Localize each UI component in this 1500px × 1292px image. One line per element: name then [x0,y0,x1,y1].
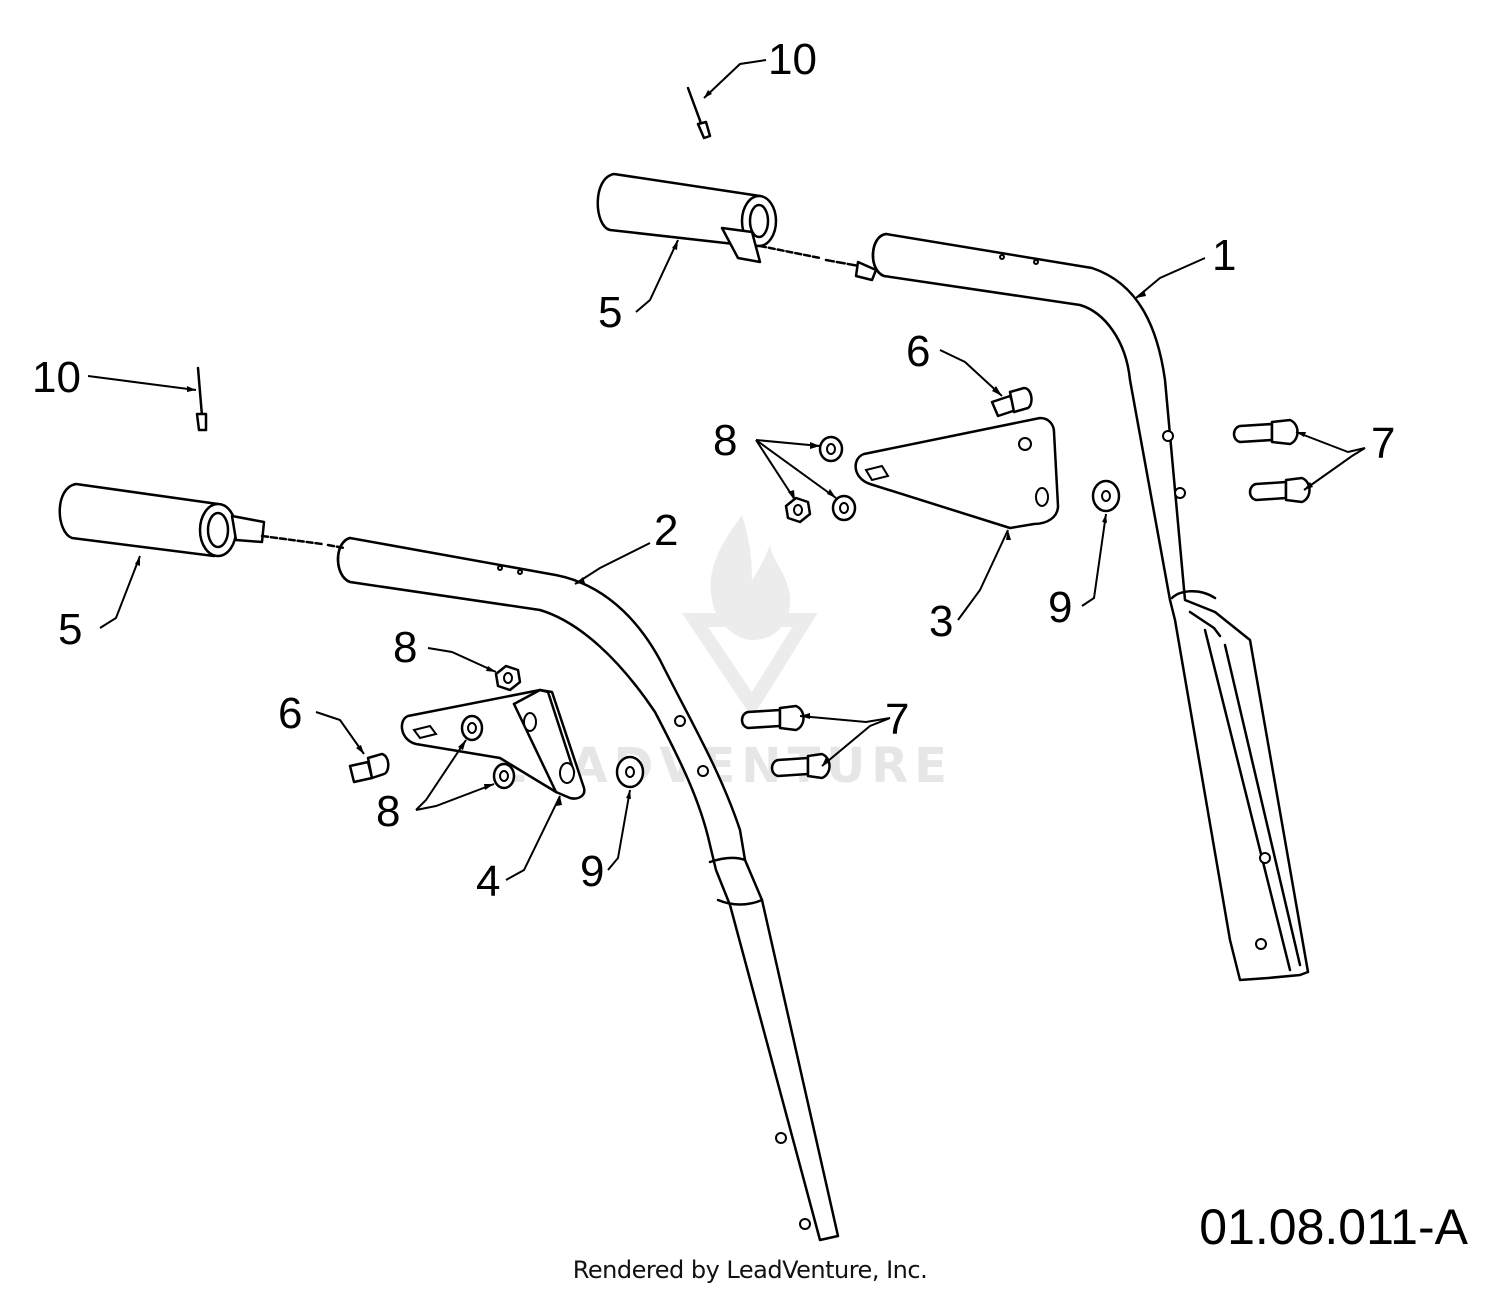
leader-lines [87,59,1366,881]
bolt-6-upper [990,386,1033,418]
bolt-6-lower [348,752,390,784]
render-credit: Rendered by LeadVenture, Inc. [572,1256,928,1284]
washer-9-right [1091,479,1121,513]
pin-lower [195,366,208,432]
callout-10-lower: 10 [32,353,81,402]
callout-7-right: 7 [1371,419,1395,468]
nut-8-f [492,762,516,790]
callout-labels: 1 2 3 4 5 5 6 6 7 7 8 8 8 9 9 10 10 [32,35,1395,906]
washer-9-left [615,755,645,789]
nut-8-d [494,664,522,692]
bolt-7-left-lower [770,752,831,780]
nut-8-b [784,496,812,524]
callout-8-left-lower: 8 [376,787,400,836]
pin-upper [686,86,712,140]
callout-2: 2 [654,506,678,555]
grip-upper [596,172,878,282]
bracket-left [400,688,586,800]
callout-8-right: 8 [713,416,737,465]
bolt-7-right-upper [1232,418,1299,446]
nut-8-e [460,714,484,742]
callout-7-left: 7 [885,695,909,744]
callout-8-left-upper: 8 [393,623,417,672]
handle-right [871,232,1310,982]
callout-4: 4 [476,857,500,906]
grip-lower [58,482,346,558]
bolt-7-right-lower [1248,476,1311,504]
bolt-7-left-upper [740,704,805,732]
diagram-code: 01.08.011-A [1199,1199,1468,1255]
nut-8-c [831,494,857,522]
bracket-right [854,416,1060,530]
callout-6-upper: 6 [906,327,930,376]
callout-9-left: 9 [580,847,604,896]
handle-left [336,536,840,1242]
callout-6-lower: 6 [278,689,302,738]
nut-8-a [818,435,844,463]
callout-9-right: 9 [1048,583,1072,632]
callout-5-lower: 5 [58,605,82,654]
callout-10-upper: 10 [768,35,817,84]
callout-3: 3 [929,597,953,646]
callout-5-upper: 5 [598,288,622,337]
callout-1: 1 [1212,231,1236,280]
